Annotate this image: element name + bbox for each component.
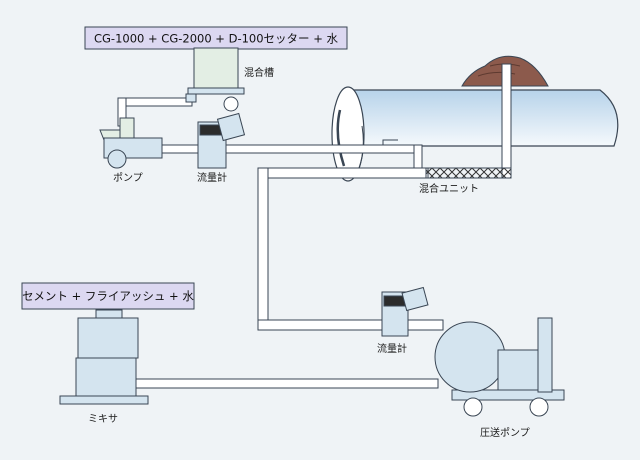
mixing-unit-hatch bbox=[425, 167, 512, 179]
pipe-flowmeter-to-pump bbox=[407, 319, 444, 331]
pipe-down-left bbox=[257, 167, 269, 329]
label-flowmeter-top: 流量計 bbox=[197, 171, 227, 184]
bottom-formula-text: セメント + フライアッシュ + 水 bbox=[22, 289, 194, 303]
pipe-mixer-pump bbox=[135, 378, 439, 389]
mixer bbox=[59, 309, 149, 405]
label-mixer: ミキサ bbox=[88, 413, 118, 425]
pipe-lower-horizontal bbox=[257, 167, 429, 179]
flowmeter-top bbox=[197, 112, 246, 169]
pipe-flowmeter-tunnel bbox=[225, 144, 423, 154]
pump-top bbox=[99, 117, 163, 169]
label-pump: ポンプ bbox=[113, 172, 143, 184]
pipe-network bbox=[117, 97, 512, 389]
pipe-tank-horizontal bbox=[117, 97, 193, 107]
tunnel bbox=[331, 86, 619, 182]
label-flowmeter-bottom: 流量計 bbox=[377, 342, 407, 355]
pressure-pump bbox=[434, 317, 565, 417]
label-mixing-unit: 混合ユニット bbox=[419, 182, 479, 195]
bottom-formula-box: セメント + フライアッシュ + 水 bbox=[21, 282, 195, 310]
label-pressure-pump: 圧送ポンプ bbox=[480, 426, 530, 439]
pipe-to-flowmeter-bottom bbox=[257, 319, 385, 331]
label-mixing-tank: 混合槽 bbox=[244, 66, 274, 79]
flowmeter-bottom bbox=[381, 286, 429, 337]
top-formula-text: CG-1000 + CG-2000 + D-100セッター + 水 bbox=[94, 32, 339, 46]
injection-pipe-vertical bbox=[501, 63, 512, 179]
mixing-tank bbox=[185, 47, 245, 112]
pipe-pump-flowmeter bbox=[157, 144, 201, 154]
top-formula-box: CG-1000 + CG-2000 + D-100セッター + 水 bbox=[84, 26, 348, 50]
